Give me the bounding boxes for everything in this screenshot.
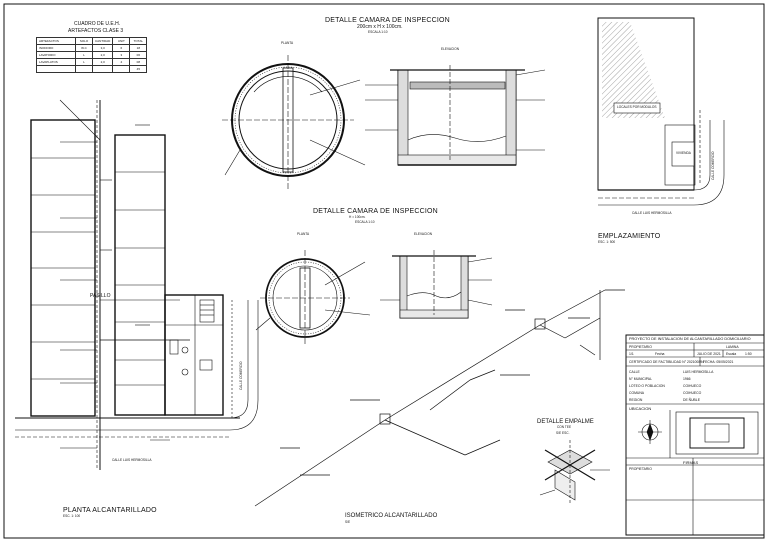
owner-signature-label: PROPIETARIO	[629, 467, 652, 471]
info-value: 1966	[683, 377, 691, 381]
table-cell	[112, 65, 131, 73]
tee-detail-subtitle: CON TEE	[557, 425, 572, 429]
info-value: COIHUECO	[683, 384, 702, 388]
scale-value: 1:50	[745, 352, 752, 356]
table-row: LAVAPLATOS L 2,0 4 08	[36, 58, 148, 66]
elevation-label-1: ELEVACION	[441, 47, 460, 51]
title-block-lines	[625, 334, 765, 536]
table-cell: 2,0	[91, 51, 114, 59]
plan-label-2: PLANTA	[297, 232, 310, 236]
sewer-plan-scale: ESC. 1: 100	[63, 514, 81, 518]
manhole-scale-2: ESCALA 1:10	[355, 220, 375, 224]
table-cell: 3,0	[91, 44, 114, 52]
info-key: N° MUNICIPAL	[629, 377, 652, 381]
ueh-header-row: ARTEFACTOS SOLO CANTIDAD UNIT TOTAL	[36, 37, 148, 45]
site-street-side-label: CALLE COMERCIO	[711, 151, 715, 180]
signatures-label: FIRMAS	[683, 460, 699, 465]
info-value: DE ÑUBLE	[683, 398, 700, 402]
table-cell: L	[75, 58, 93, 66]
isometric-sewer	[254, 289, 625, 507]
project-title: PROYECTO DE INSTALACION DE ALCANTARILLAD…	[629, 337, 751, 341]
elevation-label-2: ELEVACION	[414, 232, 433, 236]
table-cell: 45	[129, 65, 148, 73]
table-cell	[75, 65, 93, 73]
table-cell: LAVATORIO	[36, 51, 76, 59]
isometric-scale: S/E	[345, 520, 351, 524]
info-key: LOTEO O POBLACION	[629, 384, 665, 388]
manhole-dims-2: H = 100cm.	[349, 215, 366, 219]
floor-plan-building	[15, 99, 259, 470]
table-row: INODORO W.C 3,0 6 18	[36, 44, 148, 52]
info-key: COMUNA	[629, 391, 645, 395]
certificate-number: CERTIFICADO DE FACTIBILIDAD N° 202100894	[629, 360, 704, 364]
date-value: JULIO DE 2021	[697, 352, 721, 356]
ueh-table-title: CUADRO DE U.E.H.	[74, 21, 121, 27]
scale-label: Escala	[726, 352, 737, 356]
manhole-scale-1: ESCALA 1:10	[368, 30, 388, 34]
site-plan	[597, 17, 725, 206]
corridor-label: PASILLO	[90, 293, 111, 299]
tee-detail-scale: S/E ESC.	[556, 431, 570, 435]
table-cell: 3	[112, 51, 131, 59]
info-value: COIHUECO	[683, 391, 702, 395]
table-cell: 6	[112, 44, 131, 52]
plan-label-1: PLANTA	[281, 41, 294, 45]
ueh-table: ARTEFACTOS SOLO CANTIDAD UNIT TOTAL INOD…	[36, 37, 148, 73]
house-label: VIVIENDA	[676, 151, 691, 155]
tee-joint-detail	[539, 440, 610, 505]
table-row: LAVATORIO L 2,0 3 06	[36, 51, 148, 59]
table-cell: W.C	[75, 44, 93, 52]
manhole-elevation-2	[380, 250, 493, 319]
info-key: CALLE	[629, 370, 640, 374]
ueh-header-cell: CANTIDAD	[91, 37, 114, 45]
date-label: Fecha	[655, 352, 665, 356]
table-cell	[36, 65, 76, 73]
table-cell: LAVAPLATOS	[36, 58, 76, 66]
info-key: REGION	[629, 398, 643, 402]
manhole-plan-2	[255, 250, 371, 345]
site-street-label: CALLE LUIS HERMOSILLA	[632, 211, 672, 215]
manhole-plan-1	[222, 55, 366, 190]
sheet-border	[3, 3, 765, 539]
owner-label: PROPIETARIO	[629, 345, 652, 349]
table-cell: 18	[129, 44, 148, 52]
table-row: 45	[36, 65, 148, 73]
info-value: LUIS HERMOSILLA	[683, 370, 714, 374]
manhole-detail-title-1: DETALLE CAMARA DE INSPECCION	[325, 17, 450, 24]
site-plan-title: EMPLAZAMIENTO	[598, 233, 661, 240]
isometric-title: ISOMETRICO ALCANTARILLADO	[345, 513, 438, 519]
tee-detail-title: DETALLE EMPALME	[537, 419, 594, 425]
site-plan-scale: ESC. 1: 500	[598, 240, 616, 244]
shops-label: LOCALES POR MODULOS	[617, 105, 657, 109]
street-label-side: CALLE COMERCIO	[239, 361, 243, 390]
sewer-plan-title: PLANTA ALCANTARILLADO	[63, 507, 157, 514]
table-cell: 06	[129, 51, 148, 59]
ueh-table-subtitle: ARTEFACTOS CLASE 3	[68, 28, 124, 34]
table-cell: 4	[112, 58, 131, 66]
table-cell: 2,0	[91, 58, 114, 66]
ueh-header-cell: TOTAL	[129, 37, 148, 45]
table-cell: L	[75, 51, 93, 59]
manhole-dims-1: 200cm x H x 100cm.	[357, 24, 403, 30]
sheet-label: LAMINA	[726, 345, 739, 349]
ueh-header-cell: SOLO	[75, 37, 93, 45]
street-label-bottom: CALLE LUIS HERMOSILLA	[112, 458, 152, 462]
ueh-header-cell: UNIT	[112, 37, 131, 45]
manhole-detail-title-2: DETALLE CAMARA DE INSPECCION	[313, 208, 438, 215]
certificate-date: FECHA: 05/05/2021	[703, 360, 734, 364]
location-label: UBICACION	[629, 406, 652, 411]
manhole-elevation-1	[365, 65, 546, 166]
table-cell: INODORO	[36, 44, 76, 52]
table-cell	[91, 65, 114, 73]
ueh-header-cell: ARTEFACTOS	[36, 37, 76, 45]
sheet-value: 1/1	[629, 352, 634, 356]
table-cell: 08	[129, 58, 148, 66]
